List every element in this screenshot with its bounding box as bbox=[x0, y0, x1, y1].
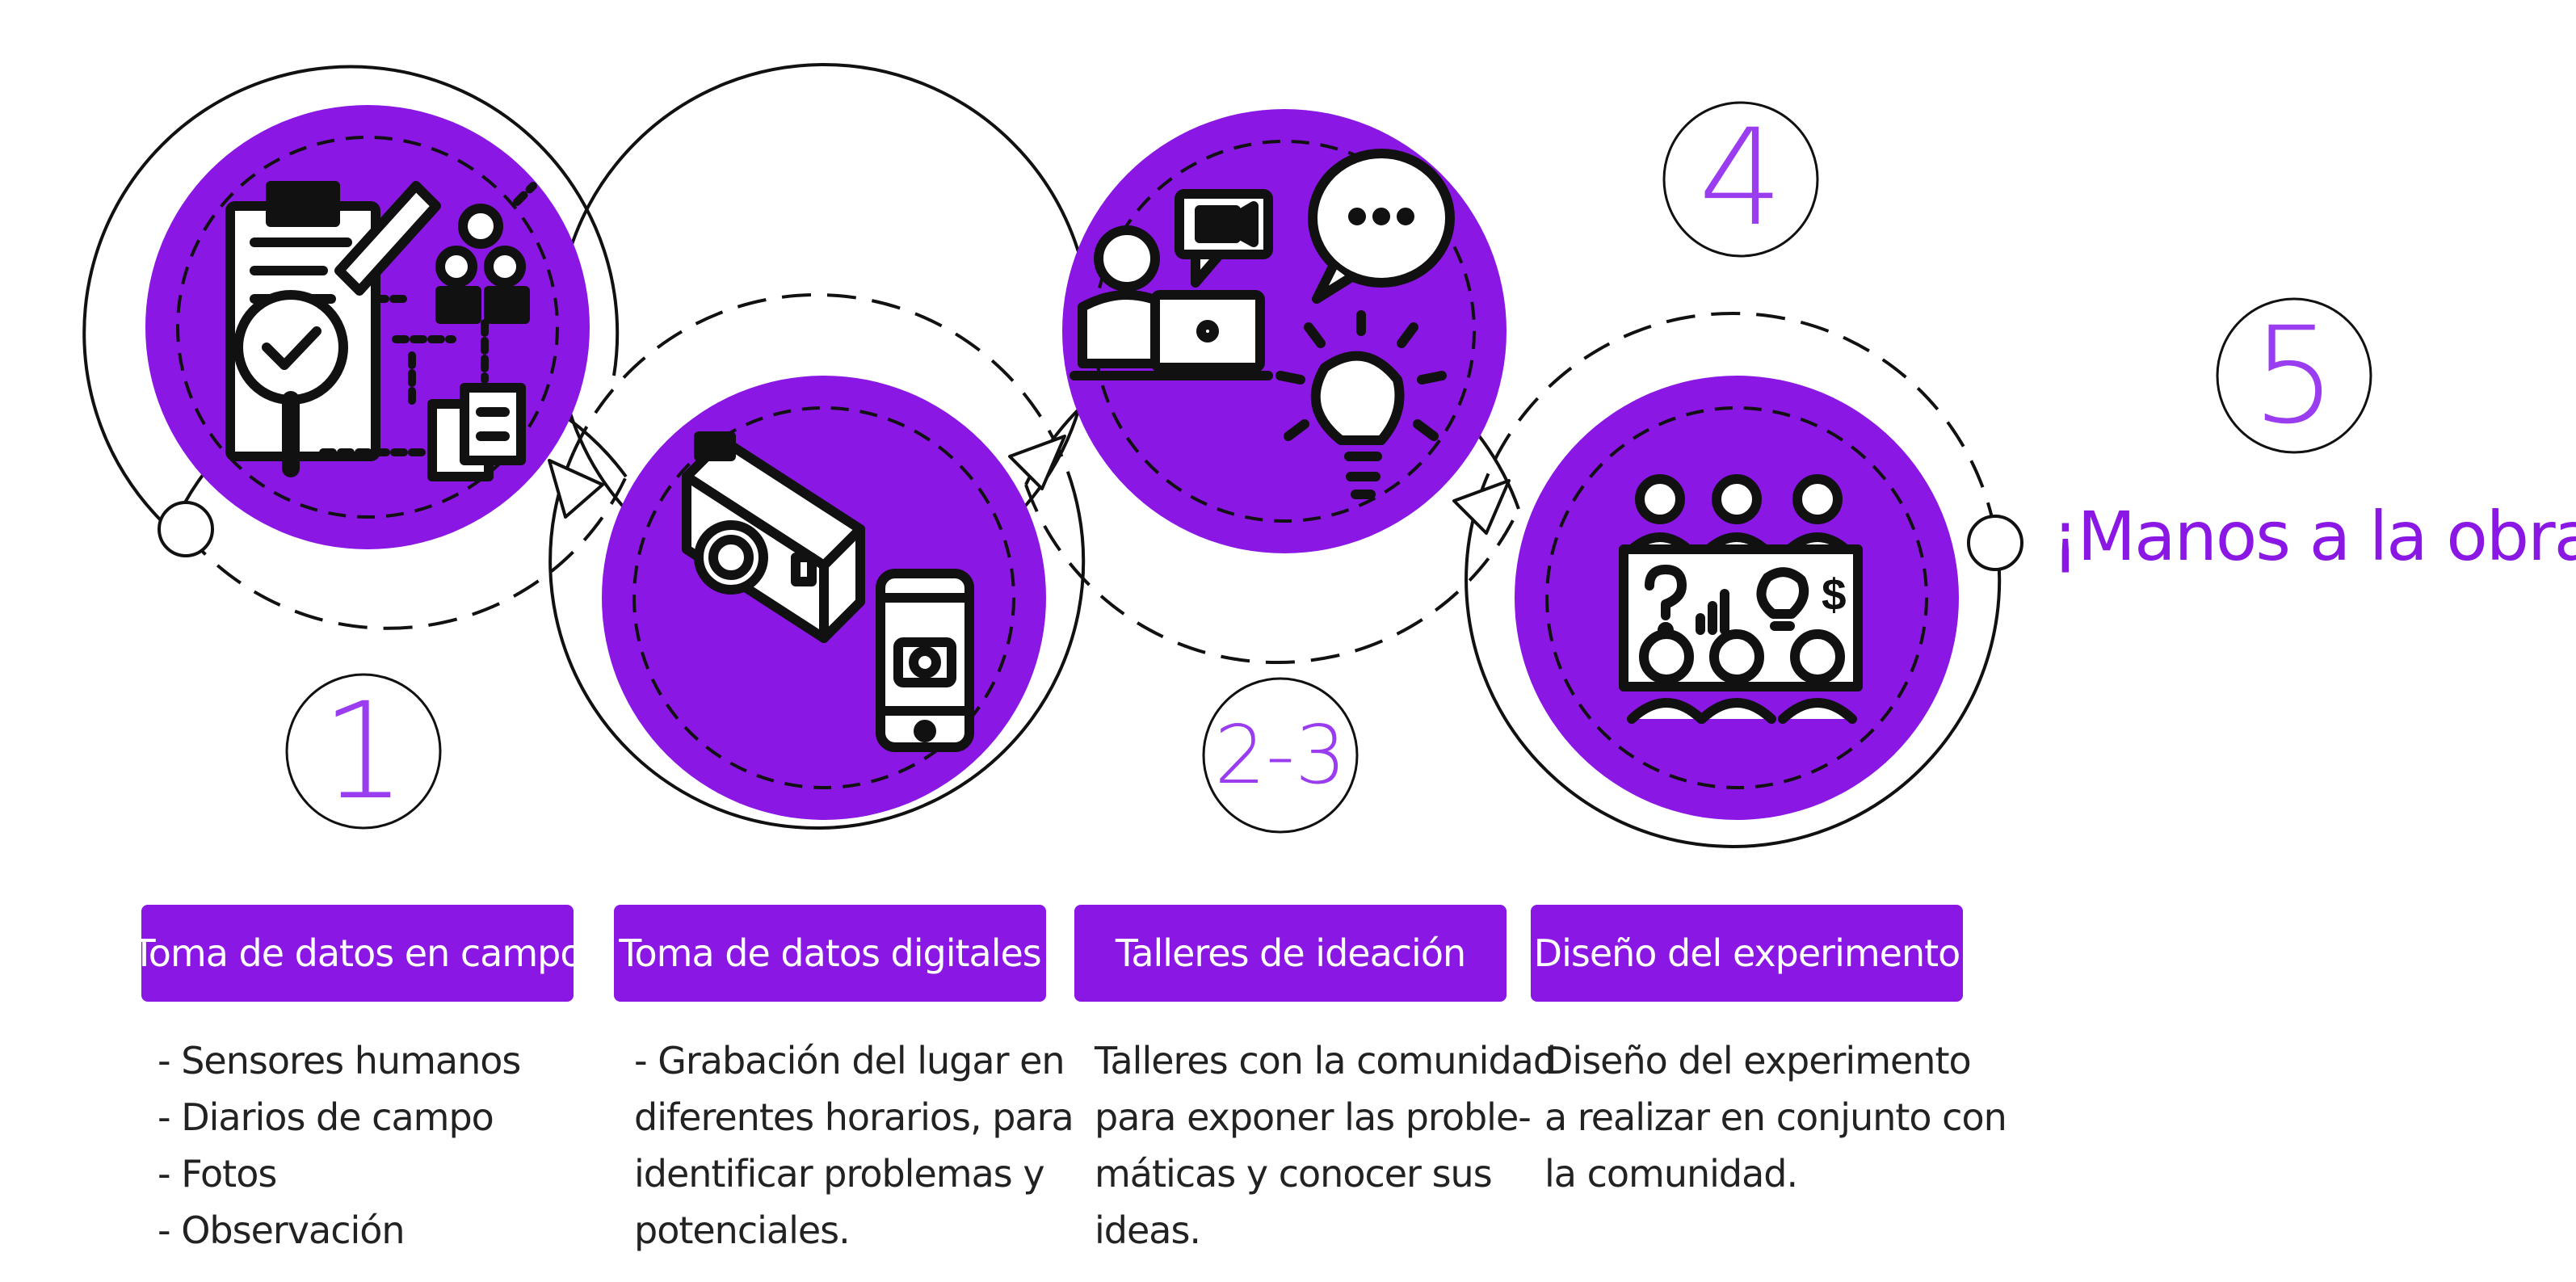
svg-text:$: $ bbox=[1822, 570, 1847, 620]
desc-line: la comunidad. bbox=[1544, 1152, 1798, 1196]
desc-line: diferentes horarios, para bbox=[634, 1095, 1074, 1139]
clipboard-search-icon bbox=[225, 181, 537, 481]
step-number-2-3: 2-3 bbox=[1214, 708, 1347, 802]
desc-line: - Fotos bbox=[158, 1152, 277, 1196]
step-number-5: 5 bbox=[2251, 298, 2337, 453]
ring-4 bbox=[1464, 311, 2002, 848]
desc-line: para exponer las proble- bbox=[1095, 1095, 1532, 1139]
step-title-3: Talleres de ideación bbox=[1074, 905, 1507, 1002]
arrows bbox=[548, 435, 1511, 535]
end-dot bbox=[1967, 515, 2023, 571]
desc-line: - Grabación del lugar en bbox=[634, 1039, 1065, 1082]
desc-line: a realizar en conjunto con bbox=[1544, 1095, 2007, 1139]
desc-line: máticas y conocer sus bbox=[1095, 1152, 1493, 1196]
step-title-4: Diseño del experimento bbox=[1531, 905, 1963, 1002]
desc-line: potenciales. bbox=[634, 1208, 851, 1252]
step-description-2: - Grabación del lugar en diferentes hora… bbox=[634, 1032, 1074, 1259]
desc-line: Diseño del experimento bbox=[1544, 1039, 1972, 1082]
arrow-3-icon bbox=[1452, 479, 1511, 535]
step-description-4: Diseño del experimento a realizar en con… bbox=[1544, 1032, 2007, 1202]
arrow-1-icon bbox=[548, 459, 604, 519]
step-title-2: Toma de datos digitales bbox=[614, 905, 1046, 1002]
step-number-4: 4 bbox=[1698, 100, 1784, 255]
step-description-3: Talleres con la comunidad para exponer l… bbox=[1095, 1032, 1557, 1259]
desc-line: ideas. bbox=[1095, 1208, 1201, 1252]
ring-2 bbox=[548, 293, 1086, 830]
desc-line: - Observación bbox=[158, 1208, 406, 1252]
desc-line: - Sensores humanos bbox=[158, 1039, 521, 1082]
team-meeting-board-icon: $ bbox=[1619, 474, 1863, 724]
step-title-1: Toma de datos en campo bbox=[132, 905, 583, 1002]
desc-line: identificar problemas y bbox=[634, 1152, 1045, 1196]
number-circles bbox=[285, 101, 2372, 834]
desc-line: Talleres con la comunidad bbox=[1095, 1039, 1557, 1082]
arrow-2-icon bbox=[1008, 435, 1066, 490]
video-call-idea-icon bbox=[1069, 149, 1455, 499]
step-description-1: - Sensores humanos - Diarios de campo - … bbox=[158, 1032, 521, 1259]
camera-phone-icon bbox=[682, 431, 974, 752]
step-number-1: 1 bbox=[321, 674, 406, 829]
slogan-text: ¡Manos a la obra! bbox=[2052, 497, 2576, 576]
start-dot bbox=[158, 501, 214, 557]
desc-line: - Diarios de campo bbox=[158, 1095, 494, 1139]
